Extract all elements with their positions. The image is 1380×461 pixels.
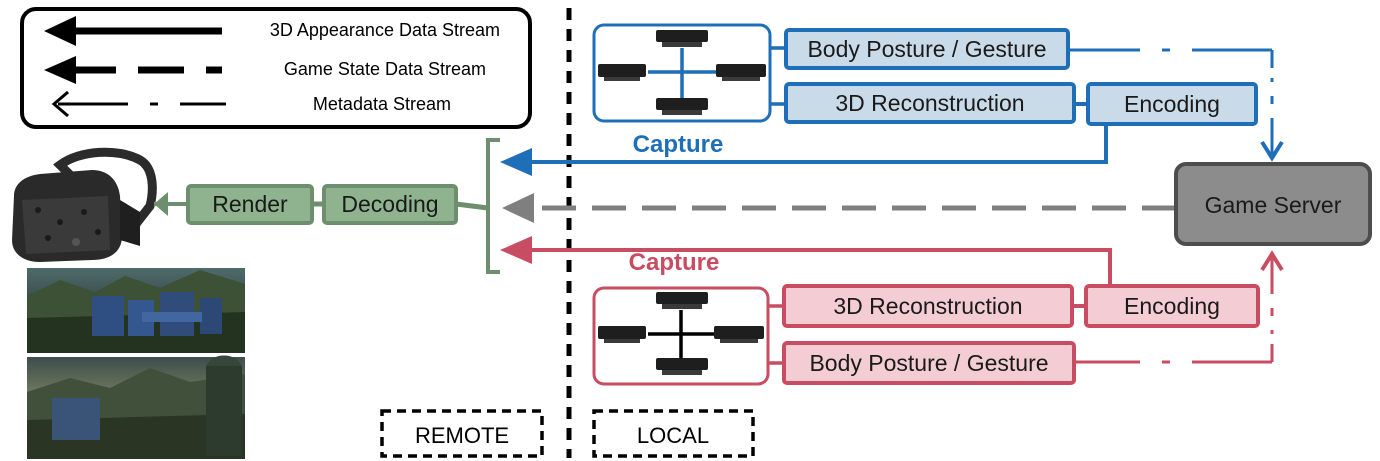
legend-label-appearance: 3D Appearance Data Stream [270, 20, 500, 40]
top-reconstruction-label: 3D Reconstruction [835, 90, 1024, 116]
game-scene-screenshot-2 [27, 355, 245, 459]
local-label-box [592, 409, 755, 458]
bottom-reconstruction-label: 3D Reconstruction [833, 293, 1022, 319]
local-label: LOCAL [637, 423, 709, 448]
top-capture-label: Capture [633, 131, 724, 158]
render-to-headset-arrowhead [154, 192, 168, 216]
legend: 3D Appearance Data Stream Game State Dat… [20, 7, 532, 129]
decoding-label: Decoding [341, 191, 438, 217]
render-label: Render [212, 191, 288, 217]
bottom-encoding-label: Encoding [1124, 293, 1220, 319]
depth-sensor-icon [656, 30, 708, 47]
depth-sensor-icon [656, 292, 708, 309]
bottom-capture-label: Capture [629, 249, 720, 276]
stream-merge-bracket [486, 138, 500, 274]
game-scene-screenshot-1 [27, 268, 245, 353]
game-server-box [1174, 162, 1372, 246]
legend-label-game-state: Game State Data Stream [284, 59, 486, 79]
game-state-stream-arrowhead [502, 193, 534, 223]
legend-box [20, 7, 532, 129]
legend-dashdot-arrowhead [51, 90, 69, 118]
remote-label-box [380, 409, 544, 458]
depth-sensor-icon [714, 326, 764, 343]
top-encoding-label: Encoding [1124, 91, 1220, 117]
depth-sensor-icon [598, 326, 646, 343]
top-encoding-box [1086, 82, 1258, 126]
game-server-label: Game Server [1205, 192, 1342, 218]
top-metadata-stream [1068, 48, 1284, 162]
depth-sensor-icon [598, 64, 646, 81]
bottom-body-posture-label: Body Posture / Gesture [809, 350, 1048, 376]
vr-headset-icon [12, 147, 157, 262]
bracket-to-decoding-line [455, 201, 489, 211]
bottom-metadata-stream [1074, 250, 1284, 364]
depth-sensor-icon [656, 358, 708, 375]
legend-label-metadata: Metadata Stream [313, 94, 451, 114]
legend-dashed-arrowhead [44, 56, 76, 84]
bottom-encoding-box [1084, 284, 1260, 328]
depth-sensor-icon [656, 98, 708, 115]
bottom-appearance-stream-line [530, 248, 1112, 284]
legend-solid-arrowhead [44, 16, 76, 46]
top-body-posture-label: Body Posture / Gesture [807, 36, 1046, 62]
bottom-appearance-stream-arrowhead [500, 236, 532, 264]
top-appearance-stream-line [530, 124, 1108, 164]
remote-label: REMOTE [415, 423, 509, 448]
top-appearance-stream-arrowhead [500, 148, 532, 176]
depth-sensor-icon [716, 64, 766, 81]
